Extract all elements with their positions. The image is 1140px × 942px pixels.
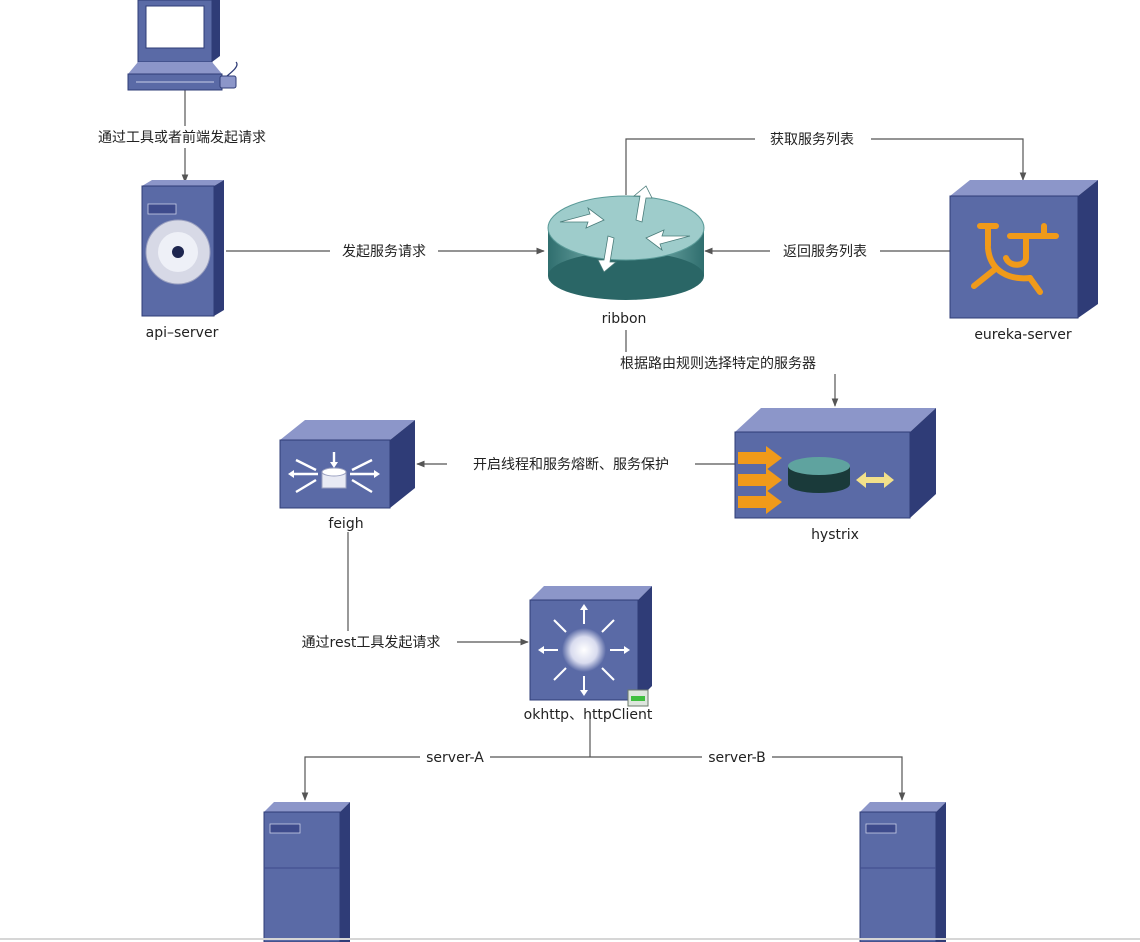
node-label-hystrix: hystrix <box>811 527 859 543</box>
service-registry-icon <box>971 223 1059 295</box>
router-arrows-icon <box>559 185 691 273</box>
node-label-feigh: feigh <box>328 516 363 532</box>
edge-label-ribbon-to-hystrix: 根据路由规则选择特定的服务器 <box>620 356 816 372</box>
hystrix-node: hystrix <box>734 408 936 543</box>
edge-okhttp-to-servers <box>301 712 906 801</box>
api-server-node: api–server <box>141 180 224 341</box>
server-a-node <box>263 802 350 942</box>
node-label-ribbon: ribbon <box>602 311 647 327</box>
edge-label-hystrix-to-feigh: 开启线程和服务熔断、服务保护 <box>473 457 669 473</box>
edge-label-server-a: server-A <box>426 750 484 766</box>
edge-label-api-to-ribbon: 发起服务请求 <box>342 244 426 260</box>
canvas-bottom-border <box>0 938 1140 940</box>
node-label-api-server: api–server <box>146 325 219 341</box>
edge-label-server-b: server-B <box>708 750 766 766</box>
server-b-node <box>859 802 946 942</box>
traffic-arrows-icon <box>738 446 782 514</box>
okhttp-node: okhttp、httpClient <box>524 586 653 723</box>
desktop-computer-icon <box>127 0 238 91</box>
edge-label-feigh-to-okhttp: 通过rest工具发起请求 <box>302 635 441 651</box>
edge-label-eureka-to-ribbon: 返回服务列表 <box>783 244 867 260</box>
status-led-icon <box>627 689 649 707</box>
node-label-okhttp: okhttp、httpClient <box>524 707 653 723</box>
edge-label-client-to-api: 通过工具或者前端发起请求 <box>98 129 266 146</box>
multilayer-arrows-icon <box>542 608 626 692</box>
edge-feigh-to-okhttp <box>347 532 529 646</box>
edge-label-ribbon-to-eureka: 获取服务列表 <box>770 132 854 148</box>
bidirectional-arrow-icon <box>856 472 894 488</box>
database-disk-icon <box>788 457 850 493</box>
node-label-eureka: eureka-server <box>974 327 1072 343</box>
cd-disc-icon <box>145 219 211 285</box>
eureka-server-node: eureka-server <box>949 180 1098 343</box>
ribbon-router-node: ribbon <box>547 185 705 327</box>
feigh-node: feigh <box>279 420 415 532</box>
